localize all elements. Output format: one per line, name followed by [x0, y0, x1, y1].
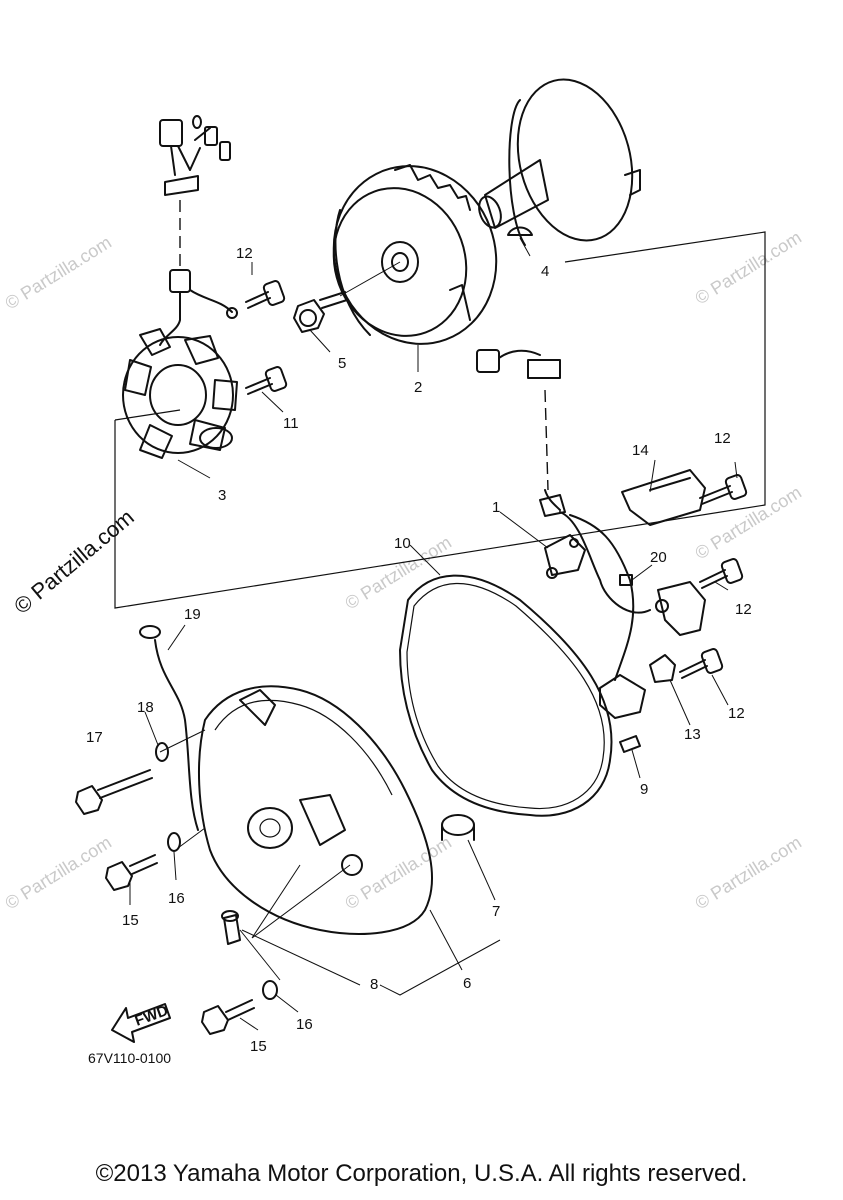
washer-16-upper	[167, 832, 181, 852]
callout-3: 3	[218, 487, 226, 504]
callout-15-upper: 15	[122, 912, 139, 929]
flywheel-rotor	[332, 164, 498, 345]
bolt-12-lower	[679, 648, 724, 679]
crankcase-cover	[197, 685, 434, 935]
callout-11: 11	[283, 415, 299, 432]
breather-tube	[139, 625, 199, 831]
bolt-17	[75, 769, 153, 815]
watermark: © Partzilla.com	[692, 832, 805, 913]
callout-5: 5	[338, 355, 346, 372]
dowel-pin	[619, 735, 641, 753]
callout-16-upper: 16	[168, 890, 185, 907]
callout-1: 1	[492, 499, 500, 516]
diagram-code: 67V110-0100	[88, 1050, 172, 1066]
callout-12-lower: 12	[728, 705, 745, 722]
hose-fitting	[221, 910, 241, 945]
washer-16-lower	[262, 980, 278, 1000]
callout-14: 14	[632, 442, 649, 459]
bolt-15-lower	[201, 999, 255, 1035]
callout-7: 7	[492, 903, 500, 920]
woodruff-key	[507, 226, 533, 236]
cover-gasket	[399, 574, 613, 817]
watermark: © Partzilla.com	[2, 832, 115, 913]
flywheel-bolt	[293, 261, 401, 333]
callout-6: 6	[463, 975, 471, 992]
collar	[441, 814, 475, 841]
pickup-coil	[544, 534, 586, 579]
bolt-11	[245, 366, 288, 395]
bolt-15-upper	[105, 854, 158, 891]
stator-harness	[159, 115, 238, 346]
callout-12-upper-left: 12	[236, 245, 253, 262]
callout-9: 9	[640, 781, 648, 798]
watermark: © Partzilla.com	[692, 227, 805, 308]
callout-17: 17	[86, 729, 103, 746]
callout-20: 20	[650, 549, 667, 566]
lower-sensor	[599, 674, 646, 719]
callout-12-sensor: 12	[735, 601, 752, 618]
callout-15-lower: 15	[250, 1038, 267, 1055]
watermark: © Partzilla.com	[2, 232, 115, 313]
watermark-large: © Partzilla.com	[9, 504, 139, 618]
watermarks: © Partzilla.com © Partzilla.com © Partzi…	[2, 227, 805, 913]
fwd-arrow-icon: FWD	[111, 1002, 171, 1043]
wire-bracket	[621, 469, 706, 526]
leader-lines	[129, 237, 738, 1031]
bolt-12-sensor	[699, 558, 744, 589]
bolt-12-bracket	[699, 474, 748, 505]
bolt-12-upper-left	[245, 280, 286, 309]
callout-4: 4	[541, 263, 549, 280]
copyright-notice: ©2013 Yamaha Motor Corporation, U.S.A. A…	[95, 1160, 748, 1187]
starter-clutch	[478, 78, 641, 246]
callout-10: 10	[394, 535, 411, 552]
washer-18	[155, 742, 169, 762]
callout-16-lower: 16	[296, 1016, 313, 1033]
callout-12-bracket: 12	[714, 430, 731, 447]
stator	[122, 328, 238, 459]
assembly-outline	[114, 231, 766, 609]
callout-19: 19	[184, 606, 201, 623]
callout-13: 13	[684, 726, 701, 743]
callouts: 1 2 3 4 5 6 7 8 9 10 11 12 12 12 12 13 1…	[86, 245, 752, 1055]
pickup-harness	[476, 349, 651, 681]
callout-18: 18	[137, 699, 154, 716]
callout-8: 8	[370, 976, 378, 993]
wire-clamp	[649, 654, 676, 683]
sensor-switch	[619, 574, 706, 636]
callout-2: 2	[414, 379, 422, 396]
